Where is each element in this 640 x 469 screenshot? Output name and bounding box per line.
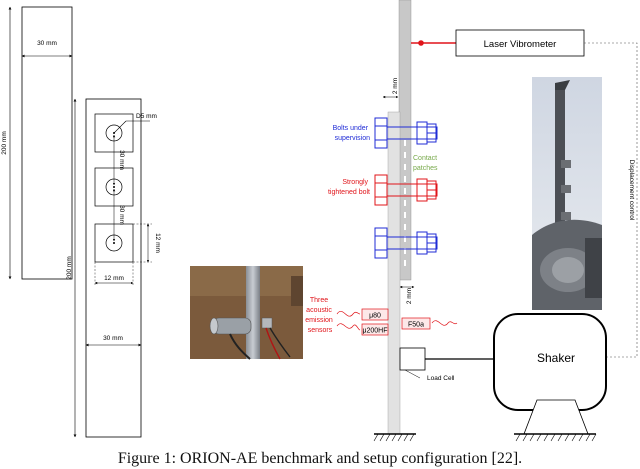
bolt-under-supervision-1 — [374, 117, 438, 149]
edge-horizontal-label: 12 mm — [104, 275, 124, 282]
sensor-box-u80 — [361, 308, 389, 321]
bolts-label: Bolts under supervision — [333, 125, 370, 142]
strongly-tightened-bolt — [374, 174, 438, 206]
clamp-plate — [387, 111, 401, 435]
height-top-label: 200 mm — [1, 131, 8, 154]
sensor-photo — [190, 266, 303, 360]
sensor-u200hf-label: μ200HF — [362, 328, 387, 335]
hole-diameter-label: D5 mm — [136, 113, 157, 120]
displacement-control-label: Displacement control — [628, 160, 635, 221]
specimen-drawing: 30 mm 200 mm D5 mm 30 mm 30 mm 12 mm 12 … — [1, 6, 161, 438]
shaker-photo — [532, 77, 602, 310]
shaker-label: Shaker — [537, 351, 575, 365]
width-top-label: 30 mm — [37, 40, 57, 47]
bolt-under-supervision-2 — [374, 227, 438, 259]
width-bottom-label: 30 mm — [103, 335, 123, 342]
load-cell — [399, 347, 426, 371]
laser-vibrometer-box — [455, 29, 585, 57]
load-cell-label: Load Cell — [427, 375, 455, 382]
gap-bottom-label: 2 mm — [406, 288, 413, 304]
sensor-u80-label: μ80 — [369, 313, 381, 320]
sensors-label: Three acoustic emission sensors — [305, 297, 335, 334]
laser-vibrometer-label: Laser Vibrometer — [484, 39, 557, 50]
contact-patches-label: Contact patches — [413, 155, 439, 172]
figure-caption: Figure 1: ORION-AE benchmark and setup c… — [117, 450, 523, 467]
sensor-f50a-label: F50a — [408, 322, 424, 329]
displacement-control-loop — [584, 42, 638, 358]
setup-schematic: 2 mm 2 mm — [305, 0, 638, 442]
strong-bolt-label: Strongly tightened bolt — [328, 179, 370, 196]
edge-vertical-label: 12 mm — [154, 233, 161, 253]
height-bottom-label: 200 mm — [66, 256, 73, 279]
spacing-label-2: 30 mm — [118, 205, 125, 225]
specimen-plate-top — [21, 6, 73, 280]
sensor-box-u200hf — [361, 323, 389, 336]
gap-top-label: 2 mm — [392, 78, 399, 94]
spacing-label-1: 30 mm — [118, 150, 125, 170]
sensor-box-f50a — [401, 317, 431, 330]
